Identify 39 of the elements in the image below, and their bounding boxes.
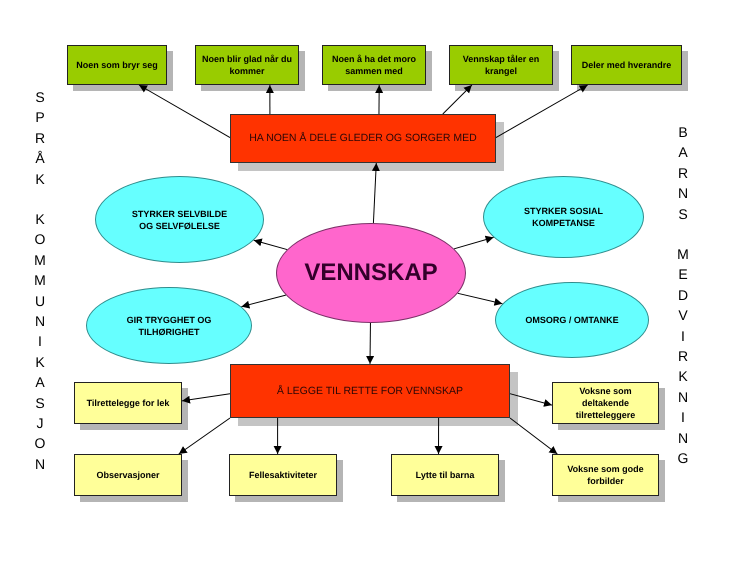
arrow xyxy=(178,418,230,454)
node-text: Å LEGGE TIL RETTE FOR VENNSKAP xyxy=(276,384,464,398)
arrow xyxy=(372,162,380,224)
node-text: GIR TRYGGHET OG TILHØRIGHET xyxy=(126,314,212,338)
arrow xyxy=(240,294,286,309)
arrow xyxy=(138,84,230,138)
arrow xyxy=(253,238,288,250)
title-text: VENNSKAP xyxy=(304,259,438,287)
node-text: Noen å ha det moro sammen med xyxy=(330,53,417,77)
vertical-label: SPRÅK xyxy=(34,88,46,189)
arrow xyxy=(375,84,384,114)
vertical-label: MEDVIRKNING xyxy=(677,245,689,468)
node-text: STYRKER SELVBILDE OG SELVFØLELSE xyxy=(130,208,228,232)
node-text: Fellesaktiviteter xyxy=(248,469,318,481)
node-text: Vennskap tåler en krangel xyxy=(462,53,540,77)
node-text: Voksne som deltakende tilretteleggere xyxy=(574,385,636,421)
arrow xyxy=(496,84,588,138)
arrow xyxy=(454,236,494,250)
node-text: Noen blir glad når du kommer xyxy=(200,53,293,77)
vertical-label: BARNS xyxy=(677,123,689,224)
node-text: OMSORG / OMTANKE xyxy=(525,314,619,326)
arrow xyxy=(274,418,282,454)
arrow xyxy=(182,393,230,404)
arrow xyxy=(266,84,274,114)
arrow xyxy=(442,84,472,114)
arrow xyxy=(366,322,374,364)
node-text: Deler med hverandre xyxy=(582,59,672,71)
node-text: STYRKER SOSIAL KOMPETANSE xyxy=(522,205,604,229)
vertical-label: KOMMUNIKASJON xyxy=(34,210,46,474)
node-text: HA NOEN Å DELE GLEDER OG SORGER MED xyxy=(249,132,477,145)
arrow xyxy=(434,418,443,454)
node-text: Lytte til barna xyxy=(416,469,474,481)
node-text: Observasjoner xyxy=(96,469,160,481)
arrow xyxy=(510,418,558,454)
arrow xyxy=(457,292,503,306)
node-text: Tilrettelegge for lek xyxy=(86,397,170,409)
node-text: Noen som bryr seg xyxy=(76,59,158,71)
node-text: Voksne som gode forbilder xyxy=(566,463,645,487)
arrow xyxy=(510,393,552,407)
